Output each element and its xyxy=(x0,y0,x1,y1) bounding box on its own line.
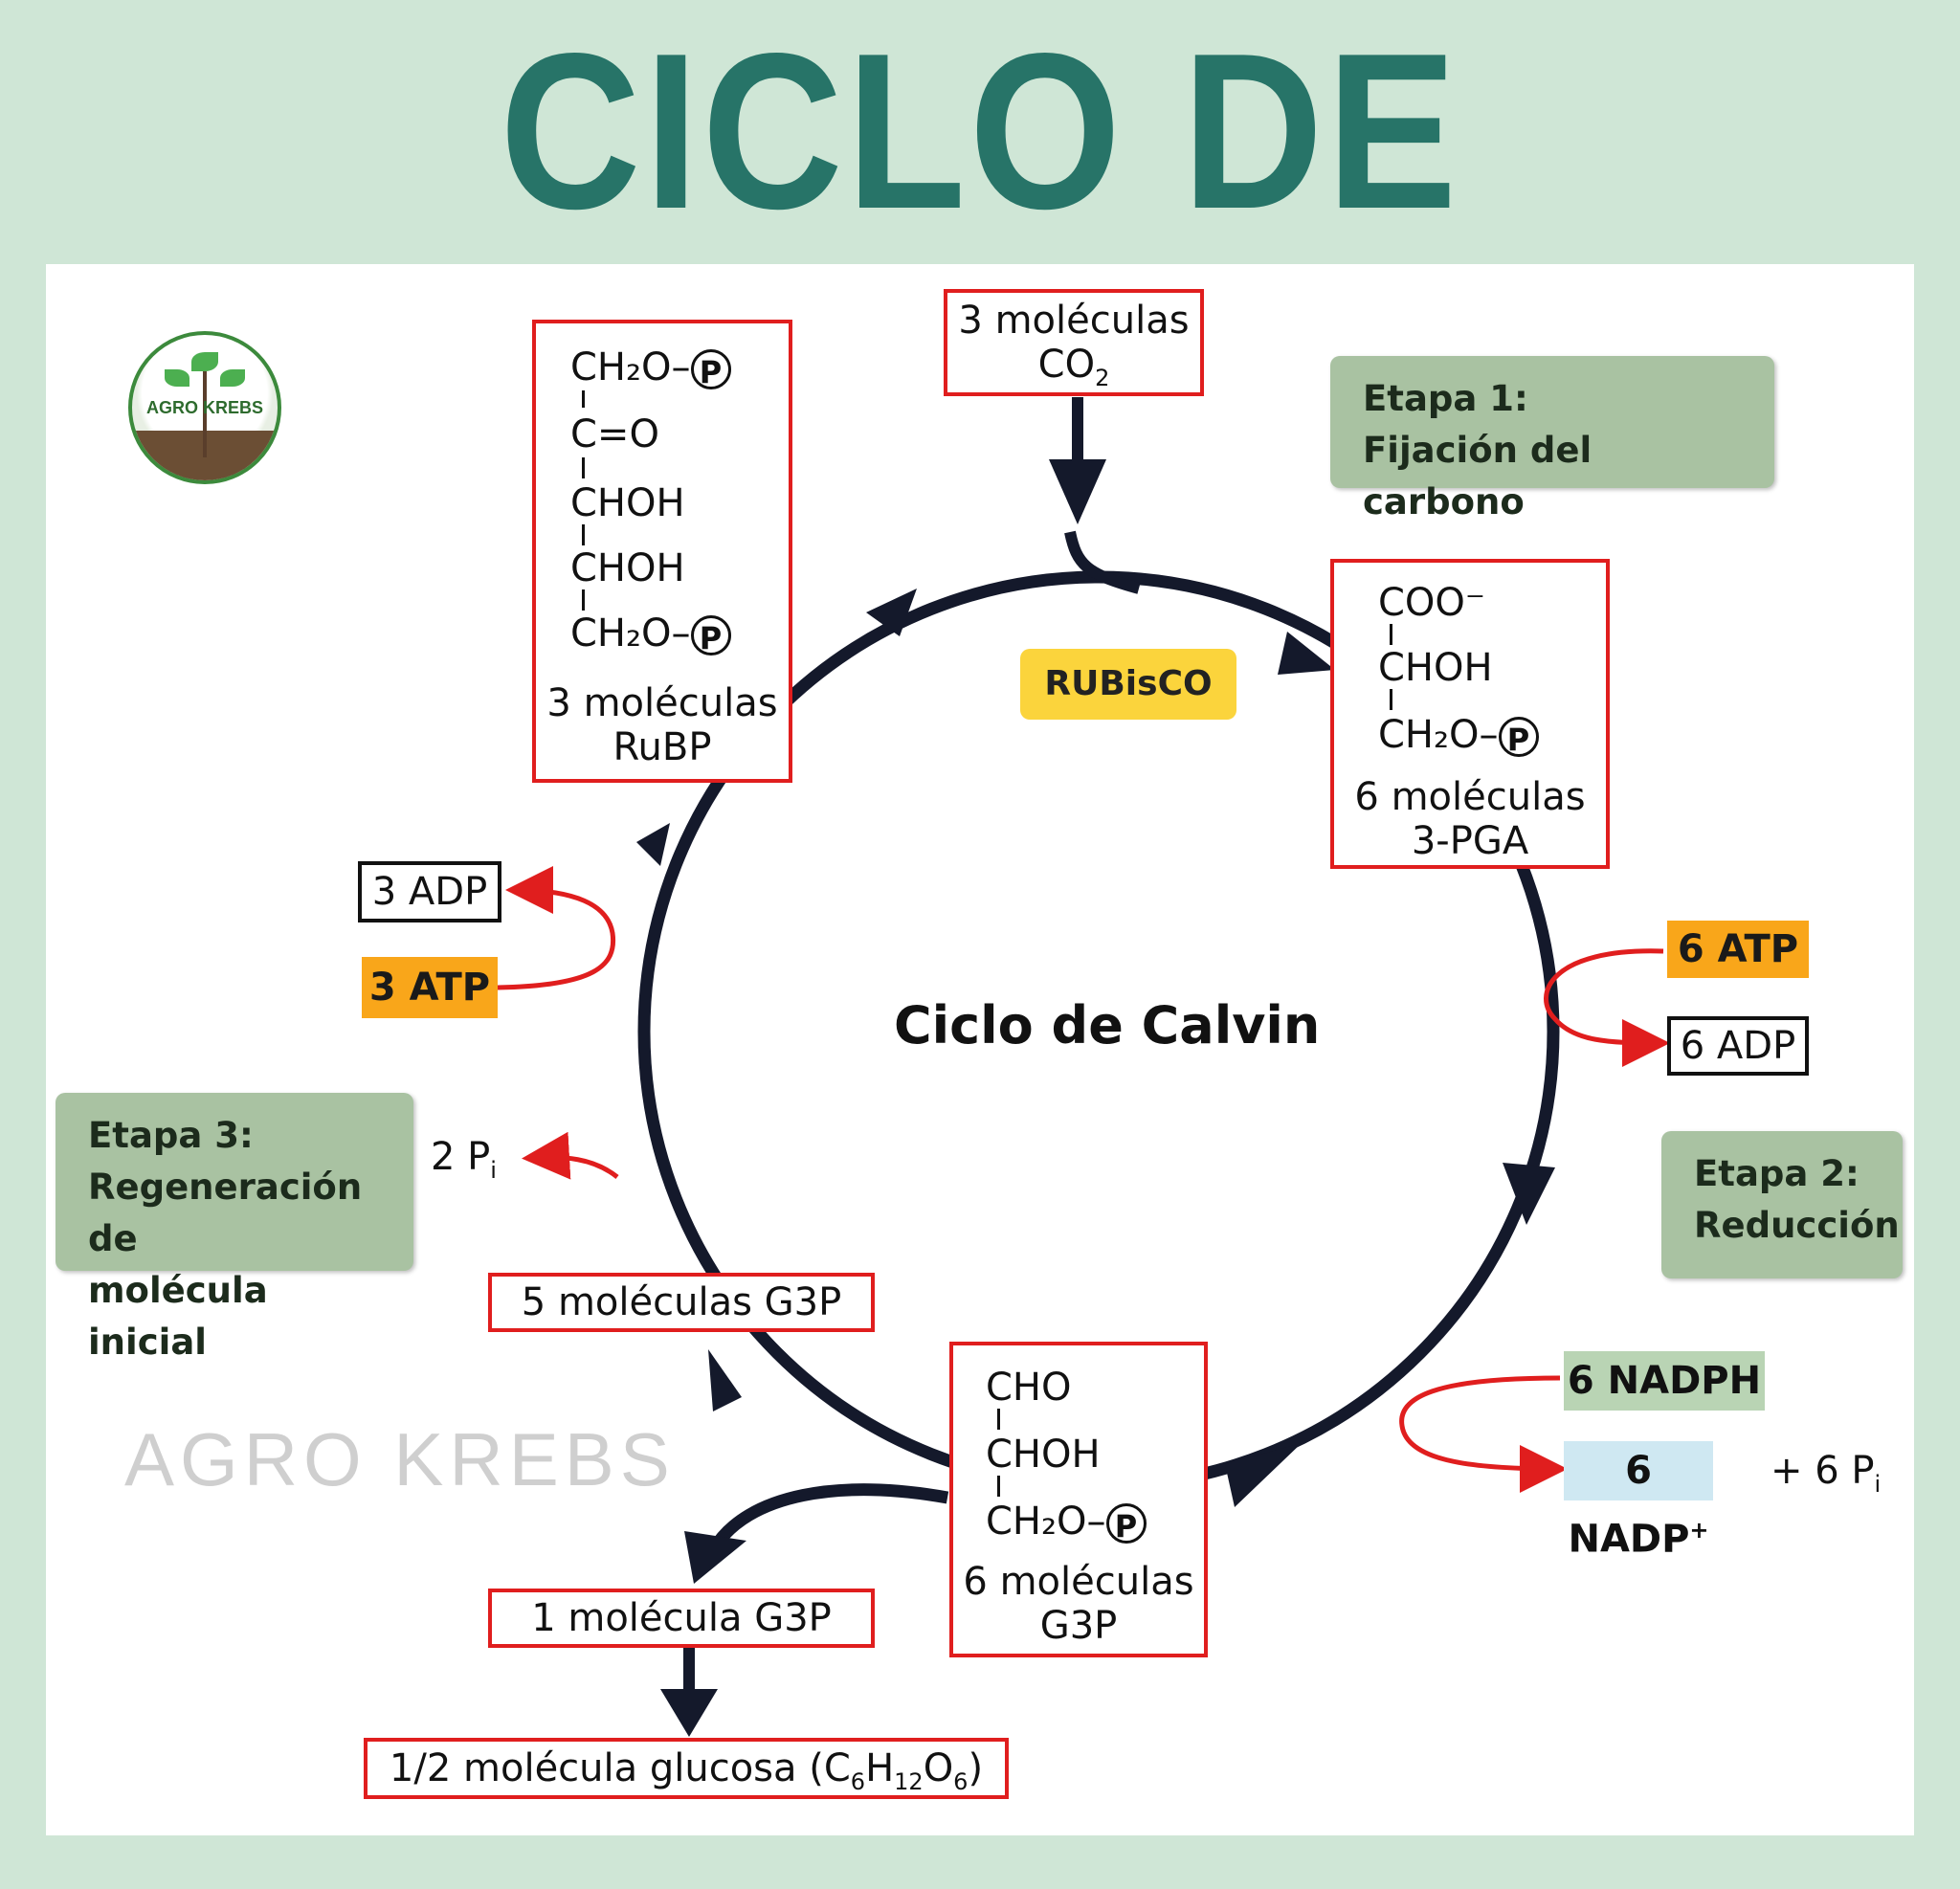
g3p-5-box: 5 moléculas G3P xyxy=(488,1273,875,1332)
logo-text: AGRO KREBS xyxy=(145,398,263,417)
glucose-arrowhead xyxy=(660,1689,718,1737)
g3p-row-2: CHOH xyxy=(986,1433,1101,1477)
phosphate-icon: P xyxy=(690,615,731,656)
right-adp: 6 ADP xyxy=(1667,1016,1809,1076)
stage2-label: Etapa 2:Reducción xyxy=(1661,1131,1903,1278)
bond-line xyxy=(582,390,585,408)
nadph: 6 NADPH xyxy=(1564,1351,1765,1411)
cycle-arrowhead xyxy=(1225,1443,1302,1507)
watermark: AGRO KREBS xyxy=(124,1417,676,1501)
rubp-row-1: CH₂O–P xyxy=(570,348,731,390)
cycle-arrowhead xyxy=(1503,1163,1555,1225)
right-atp-arrow xyxy=(1544,948,1670,1067)
logo-leaf-icon xyxy=(220,369,245,387)
co2-arrowhead xyxy=(1049,459,1106,524)
g3p-row-1: CHO xyxy=(986,1366,1072,1410)
left-atp: 3 ATP xyxy=(362,957,498,1018)
bond-line xyxy=(1390,624,1392,645)
logo-leaf-icon xyxy=(191,352,218,371)
left-adp: 3 ADP xyxy=(358,861,501,922)
pga-row-1: COO⁻ xyxy=(1378,581,1486,625)
left-atp-arrow xyxy=(497,866,616,990)
bond-line xyxy=(1390,689,1392,710)
co2-line1: 3 moléculas xyxy=(958,299,1190,343)
rubp-row-3: CHOH xyxy=(570,481,685,525)
bond-line xyxy=(582,589,585,611)
cycle-arrowhead xyxy=(1278,632,1335,675)
pga-row-3: CH₂O–P xyxy=(1378,716,1539,758)
nadph-arrow xyxy=(1399,1375,1568,1493)
pi-left: 2 Pi xyxy=(431,1135,497,1184)
glucose-box: 1/2 molécula glucosa (C6H12O6) xyxy=(364,1738,1009,1799)
co2-box: 3 moléculas CO2 xyxy=(944,289,1204,396)
stage1-label: Etapa 1:Fijación del carbono xyxy=(1330,356,1774,522)
g3p-row-3: CH₂O–P xyxy=(986,1502,1147,1545)
pga-row-2: CHOH xyxy=(1378,646,1493,690)
logo-stem xyxy=(203,371,207,457)
bond-line xyxy=(582,524,585,545)
co2-join xyxy=(1064,530,1141,594)
logo-leaf-icon xyxy=(165,369,189,387)
pi-left-arrow xyxy=(522,1131,619,1180)
phosphate-icon: P xyxy=(1498,717,1539,758)
g3p-output-arrowhead xyxy=(684,1531,746,1584)
cycle-arrowhead xyxy=(866,589,917,636)
cycle-arrowhead xyxy=(708,1349,742,1411)
g3p-output-branch xyxy=(707,1483,949,1554)
cycle-arrowhead xyxy=(636,823,670,866)
pi-right: + 6 Pi xyxy=(1771,1449,1882,1498)
bond-line xyxy=(582,457,585,478)
nadp-plus: 6 NADP+ xyxy=(1564,1441,1713,1561)
agrokrebs-logo: AGRO KREBS xyxy=(128,331,281,484)
co2-line2: CO2 xyxy=(1037,343,1110,391)
right-atp: 6 ATP xyxy=(1667,921,1809,978)
rubp-row-2: C=O xyxy=(570,412,659,456)
cycle-center-label: Ciclo de Calvin xyxy=(894,995,1321,1056)
bond-line xyxy=(997,1476,1000,1497)
rubp-row-4: CHOH xyxy=(570,546,685,590)
bond-line xyxy=(997,1409,1000,1430)
phosphate-icon: P xyxy=(690,349,731,390)
rubp-row-5: CH₂O–P xyxy=(570,614,731,656)
phosphate-icon: P xyxy=(1105,1503,1147,1545)
g3p-1-box: 1 molécula G3P xyxy=(488,1589,875,1648)
rubisco-label: RUBisCO xyxy=(1020,649,1236,720)
